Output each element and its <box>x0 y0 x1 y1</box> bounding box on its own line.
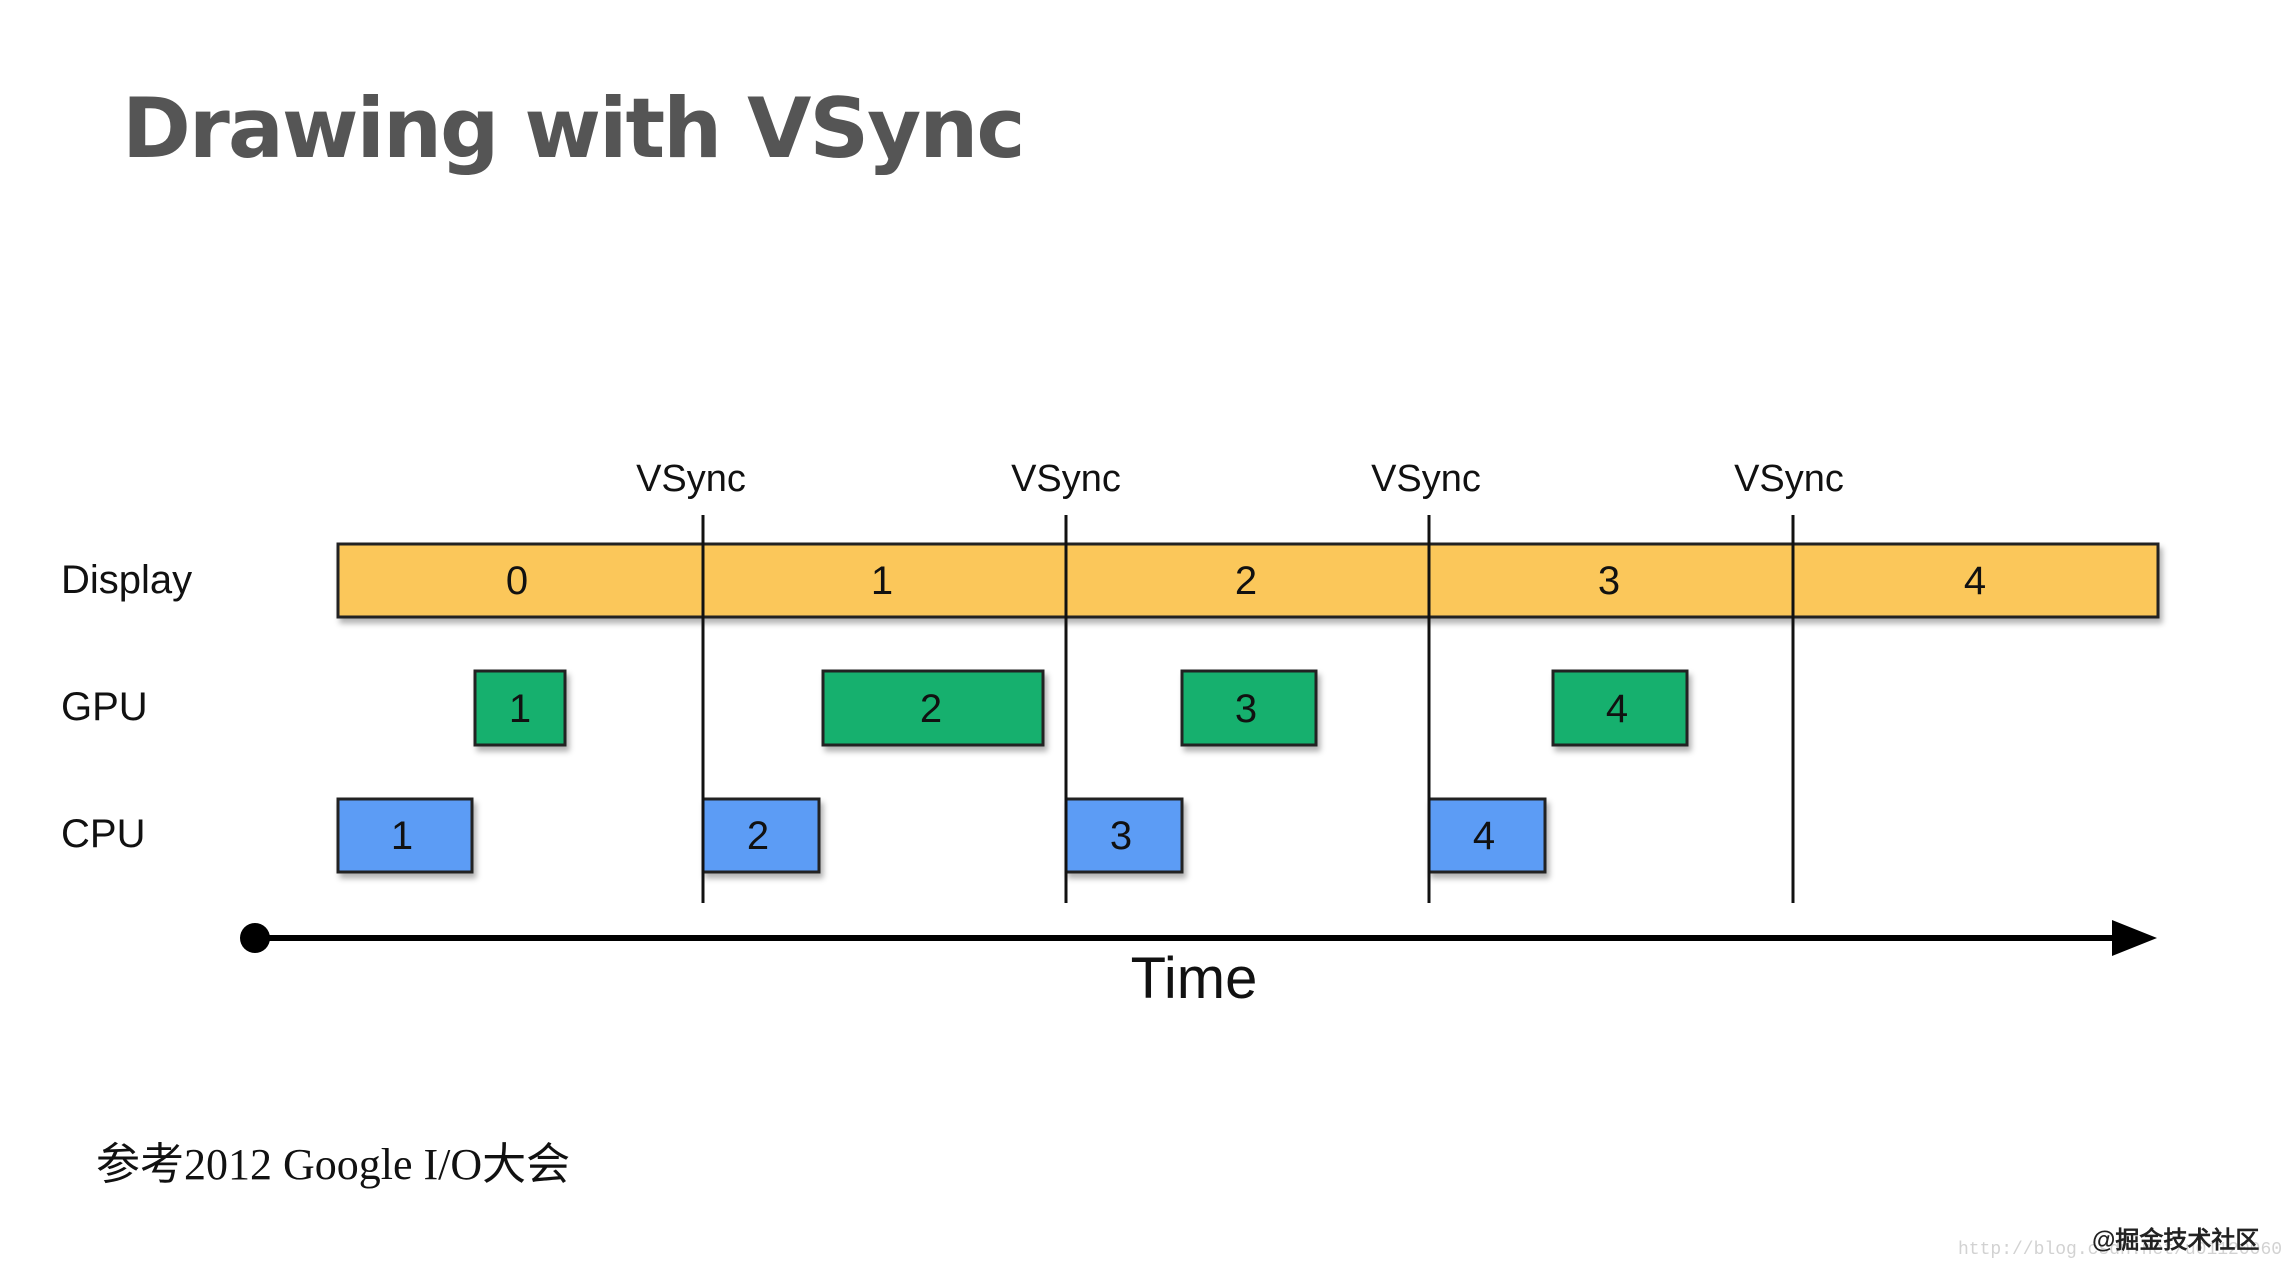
gpu-label-4: 4 <box>1606 687 1628 731</box>
cpu-box-2 <box>701 797 821 874</box>
cpu-task-3: 3 <box>1064 797 1184 874</box>
gpu-task-4: 4 <box>1551 669 1689 747</box>
cpu-label-1: 1 <box>391 814 413 858</box>
display-bar-background <box>336 542 2160 619</box>
vsync-label-4: VSync <box>1734 458 1844 500</box>
time-axis-arrowhead <box>2112 920 2157 956</box>
vsync-label-2: VSync <box>1011 458 1121 500</box>
cpu-label-4: 4 <box>1473 814 1495 858</box>
gpu-task-3: 3 <box>1180 669 1318 747</box>
cpu-task-2: 2 <box>701 797 821 874</box>
cpu-task-4: 4 <box>1427 797 1547 874</box>
reference-note: 参考2012 Google I/O大会 <box>96 1140 571 1189</box>
display-frame-3: 3 <box>1598 559 1620 603</box>
gpu-label-2: 2 <box>920 687 942 731</box>
gpu-task-1: 1 <box>473 669 567 747</box>
cpu-task-1: 1 <box>336 797 474 874</box>
gpu-label-3: 3 <box>1235 687 1257 731</box>
display-frame-1: 1 <box>871 559 893 603</box>
row-label-cpu: CPU <box>61 812 145 856</box>
row-label-display: Display <box>61 558 192 602</box>
cpu-box-1 <box>336 797 474 874</box>
time-axis: Time <box>240 920 2157 1011</box>
cpu-label-3: 3 <box>1110 814 1132 858</box>
display-frame-0: 0 <box>506 559 528 603</box>
time-axis-label: Time <box>1131 946 1258 1011</box>
slide-title: Drawing with VSync <box>122 80 1026 177</box>
row-label-gpu: GPU <box>61 685 148 729</box>
gpu-box-2 <box>821 669 1045 747</box>
juejin-watermark: @掘金技术社区 <box>2092 1227 2260 1254</box>
vsync-label-3: VSync <box>1371 458 1481 500</box>
gpu-label-1: 1 <box>509 687 531 731</box>
blog-url-watermark: http://blog.csdn.net/u011200604 <box>1958 1240 2282 1260</box>
display-bar: 0 1 2 3 4 <box>336 542 2160 619</box>
gpu-box-3 <box>1180 669 1318 747</box>
gpu-box-1 <box>473 669 567 747</box>
display-frame-2: 2 <box>1235 559 1257 603</box>
gpu-task-2: 2 <box>821 669 1045 747</box>
gpu-box-4 <box>1551 669 1689 747</box>
vsync-label-1: VSync <box>636 458 746 500</box>
cpu-label-2: 2 <box>747 814 769 858</box>
display-frame-4: 4 <box>1964 559 1986 603</box>
